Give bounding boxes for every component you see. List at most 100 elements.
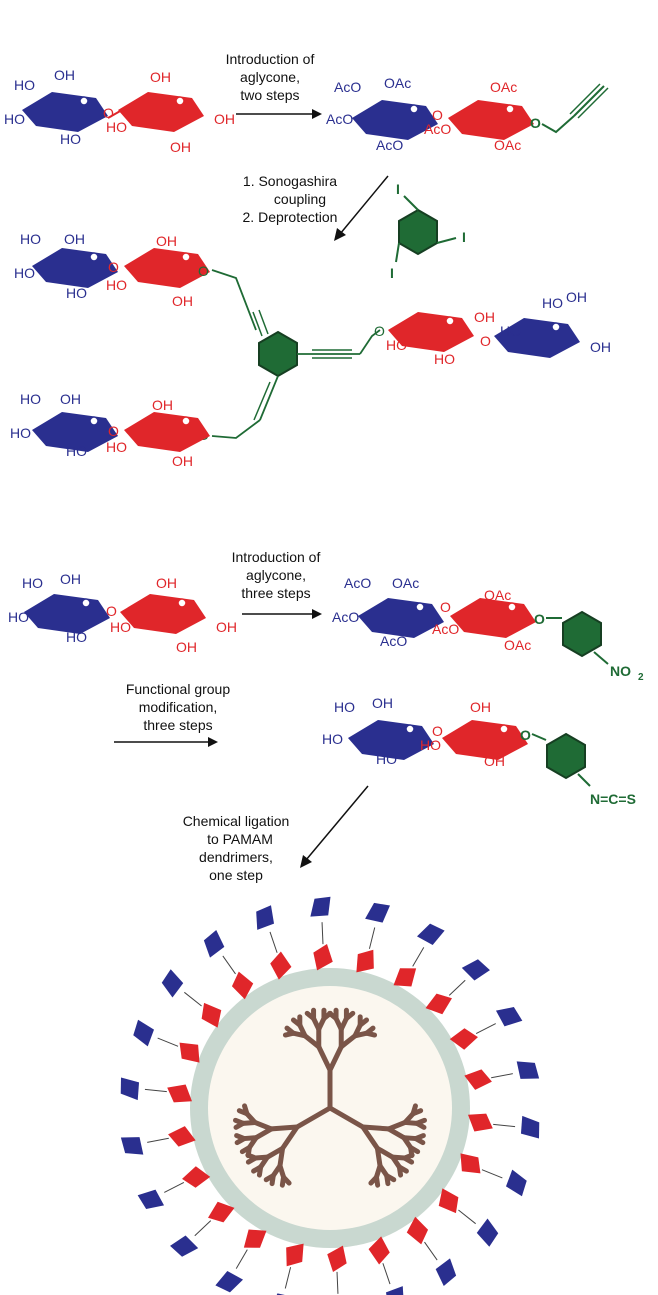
iodo-label: I [396,181,400,197]
oh-label: OH [172,453,193,469]
isothiocyanatophenyl-lactoside: HO OH HO HO O OH HO OH O N=C=S [322,695,636,807]
glycosidic-o-label: O [432,107,443,123]
ho-label: HO [106,277,127,293]
galactose-unit [476,1218,499,1247]
glucose-unit [464,1069,492,1090]
linker [336,1271,339,1294]
dendrimer-branch [338,1033,358,1050]
ho-label: HO [20,231,41,247]
ho-label: HO [106,439,127,455]
anomeric-oh-label: OH [216,619,237,635]
galactose-unit [310,896,331,917]
ho-label: HO [66,285,87,301]
step-3-line-1: Introduction of [232,549,321,565]
aglycone-o-label: O [198,263,209,279]
dendrimer-branch [327,1044,344,1073]
galactose-unit [495,1007,523,1027]
oh-label: OH [170,139,191,155]
linker [424,1241,438,1261]
galactose-unit [161,969,184,998]
linker [147,1137,169,1143]
oh-label: OH [470,699,491,715]
galactose-unit [215,1271,244,1293]
glucose-unit [313,943,333,971]
peracetylated-propargyl-lactoside: AcO OAc AcO AcO O OAc AcO OAc O [326,75,609,153]
ho-label: HO [22,575,43,591]
isothiocyanate-label: N=C=S [590,791,636,807]
glucose-unit [393,968,417,987]
ho-label: HO [420,737,441,753]
glycosidic-o-label: O [108,423,119,439]
aco-label: AcO [376,137,403,153]
pamam-glycodendrimer [120,896,540,1295]
oh-label: OH [156,575,177,591]
galactose-unit [170,1235,199,1257]
linker [222,955,236,975]
triiodobenzene-reagent: I I I [390,181,466,281]
dendrimer-branch [402,1155,415,1165]
dendrimer-branch [384,1173,391,1187]
galactose-unit [203,930,225,958]
dendrimer-branch [284,1025,296,1036]
dendrimer-branch [368,1174,379,1186]
linker [448,979,466,996]
ho-label: HO [8,609,29,625]
linker [284,1267,292,1289]
ho-label: HO [4,111,25,127]
glucose-unit [286,1243,304,1267]
step-1-line-2: aglycone, [240,69,300,85]
aryl-o-label: O [520,727,531,743]
glucose-unit [356,949,374,973]
oh-label: OH [172,293,193,309]
oh-label: OH [54,67,75,83]
linker [194,1220,212,1237]
glycosidic-o-label: O [103,105,114,121]
ho-label: HO [60,131,81,147]
lactose-start-structure-2: HO OH HO HO O OH HO OH OH [8,571,237,655]
oac-label: OAc [384,75,411,91]
dendrimer-branch [268,1124,300,1132]
oac-label: OAc [504,637,531,653]
iodo-label: I [462,229,466,245]
arrow-step-1: Introduction of aglycone, two steps [226,51,322,119]
aco-label: AcO [424,121,451,137]
galactose-unit [120,1077,140,1101]
ho-label: HO [14,77,35,93]
glucose-unit [270,951,292,980]
oh-label: OH [566,289,587,305]
oac-label: OAc [494,137,521,153]
galactose-unit [461,959,490,981]
glycosidic-o-label: O [108,259,119,275]
galactose-unit [270,1293,295,1295]
ho-label: HO [14,265,35,281]
glucose-unit [167,1084,192,1103]
oac-label: OAc [392,575,419,591]
nitro-subscript: 2 [638,672,644,683]
aglycone-o-label: O [530,115,541,131]
ho-label: HO [20,391,41,407]
dendrimer-branch [279,1174,287,1188]
step-1-line-3: two steps [240,87,299,103]
aco-label: AcO [344,575,371,591]
oac-label: OAc [484,587,511,603]
linker [382,1263,391,1285]
galactose-unit [365,902,390,923]
glycosidic-o-label: O [106,603,117,619]
dendrimer-branch [251,1164,264,1174]
ho-label: HO [66,629,87,645]
step-2-line-1: 1. Sonogashira [243,173,337,189]
galactose-unit [416,923,445,945]
glucose-unit [201,1002,222,1028]
glucose-unit [368,1236,390,1265]
aglycone-o-label: O [374,323,385,339]
glucose-unit [468,1113,493,1132]
step-5-line-3: dendrimers, [199,849,273,865]
glucose-unit [168,1126,196,1147]
galactose-unit [435,1258,457,1286]
dendrimer-branch [327,1105,366,1130]
trivalent-lactoside-cluster: HO OH HO HO O OH HO OH O O OH HO HO O HO… [10,231,611,469]
linker [493,1123,516,1128]
step-3-line-2: aglycone, [246,567,306,583]
galactose-unit [505,1169,527,1197]
